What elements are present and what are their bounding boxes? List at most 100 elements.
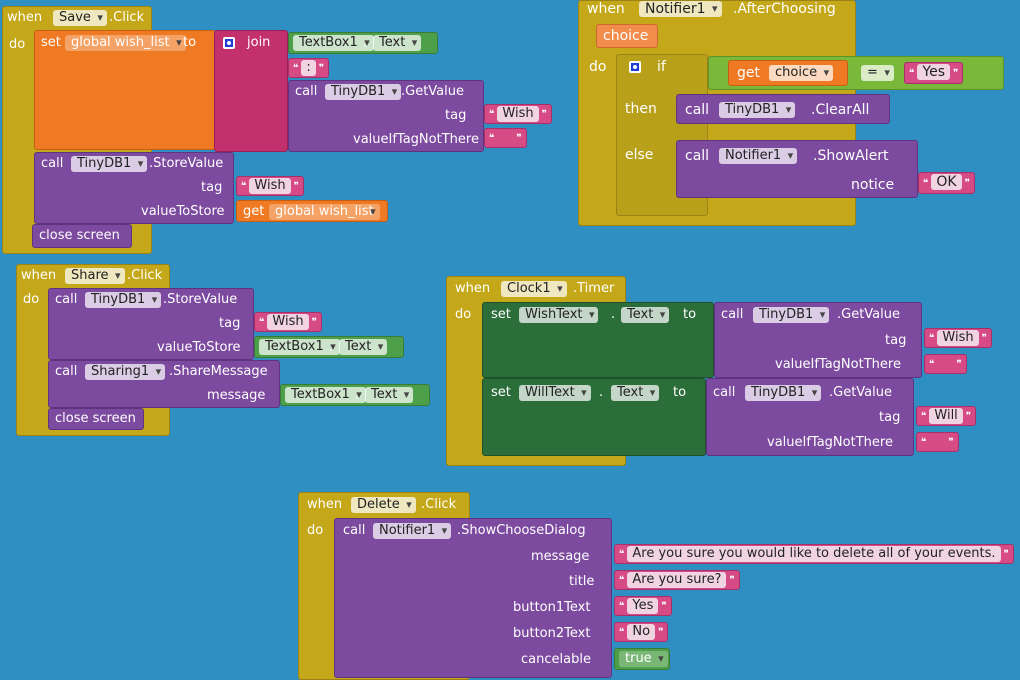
tinydb1-storevalue-block[interactable]: call TinyDB1 .StoreValue tag valueToStor… xyxy=(34,152,234,224)
tinydb1-dropdown[interactable]: TinyDB1 xyxy=(325,84,402,100)
textbox1-text-getter[interactable]: TextBox1 . Text xyxy=(254,336,404,358)
global-variable-dropdown[interactable]: global wish_list xyxy=(269,204,380,220)
get-choice-block[interactable]: get choice xyxy=(728,60,848,86)
ok-string-value[interactable]: OK xyxy=(931,174,962,190)
join-text-block[interactable]: join xyxy=(214,30,288,152)
notifier1-dropdown[interactable]: Notifier1 xyxy=(719,148,798,164)
colon-string-value[interactable]: : xyxy=(301,60,316,76)
sharing1-sharemessage-block[interactable]: call Sharing1 .ShareMessage message xyxy=(48,360,280,408)
textbox1-text-getter[interactable]: TextBox1 . Text xyxy=(288,32,438,54)
tinydb1-dropdown[interactable]: TinyDB1 xyxy=(85,292,162,308)
global-variable-dropdown[interactable]: global wish_list xyxy=(65,35,186,51)
compare-operator-dropdown[interactable]: = xyxy=(861,65,894,81)
true-boolean-block[interactable]: true xyxy=(614,648,670,670)
button1text-string-block[interactable]: ❝Yes❞ xyxy=(614,596,672,616)
close-screen-block[interactable]: close screen xyxy=(48,408,144,430)
wish-tag-value[interactable]: Wish xyxy=(937,330,979,346)
wish-tag-string[interactable]: ❝Wish❞ xyxy=(254,312,322,332)
wishtext-dropdown[interactable]: WishText xyxy=(519,307,599,323)
colon-string-block[interactable]: ❝:❞ xyxy=(288,58,330,78)
yes-string-value[interactable]: Yes xyxy=(917,64,950,80)
empty-string-block[interactable]: ❝❞ xyxy=(924,354,967,374)
wish-tag-string[interactable]: ❝Wish❞ xyxy=(236,176,304,196)
dot-separator: . xyxy=(599,385,604,400)
tinydb1-getvalue-block[interactable]: call TinyDB1 .GetValue tag valueIfTagNot… xyxy=(714,302,922,378)
empty-string-block[interactable]: ❝❞ xyxy=(916,432,959,452)
then-keyword: then xyxy=(625,101,657,117)
get-global-wish-list-block[interactable]: get global wish_list xyxy=(236,200,388,222)
textbox1-dropdown[interactable]: TextBox1 xyxy=(293,35,374,51)
will-tag-string[interactable]: ❝Will❞ xyxy=(916,406,977,426)
text-property-dropdown[interactable]: Text xyxy=(611,385,660,401)
text-property-dropdown[interactable]: Text xyxy=(365,387,414,403)
delete-component-dropdown[interactable]: Delete xyxy=(351,497,416,513)
button2text-string-block[interactable]: ❝No❞ xyxy=(614,622,669,642)
tinydb1-dropdown[interactable]: TinyDB1 xyxy=(71,156,148,172)
notifier1-dropdown[interactable]: Notifier1 xyxy=(373,523,452,539)
clock1-dropdown[interactable]: Clock1 xyxy=(501,281,567,297)
event-name: .Timer xyxy=(573,281,615,296)
notifier1-showchoosedialog-block[interactable]: call Notifier1 .ShowChooseDialog message… xyxy=(334,518,612,678)
boolean-dropdown[interactable]: true xyxy=(619,651,668,667)
title-string-block[interactable]: ❝Are you sure?❞ xyxy=(614,570,740,590)
mutator-gear-icon[interactable] xyxy=(629,61,641,73)
text-property-dropdown[interactable]: Text xyxy=(621,307,670,323)
when-keyword: when xyxy=(21,268,57,283)
text-property-dropdown[interactable]: Text xyxy=(339,339,388,355)
call-keyword: call xyxy=(295,84,318,99)
choice-variable-dropdown[interactable]: choice xyxy=(769,65,834,81)
to-keyword: to xyxy=(673,385,687,400)
button2text-string-value[interactable]: No xyxy=(627,624,656,640)
wish-tag-value[interactable]: Wish xyxy=(497,106,539,122)
if-keyword: if xyxy=(657,59,666,75)
message-string-block[interactable]: ❝Are you sure you would like to delete a… xyxy=(614,544,1014,564)
storevalue-method: .StoreValue xyxy=(149,156,224,171)
wish-tag-string[interactable]: ❝Wish❞ xyxy=(484,104,552,124)
value-to-store-label: valueToStore xyxy=(141,204,225,219)
yes-string-block[interactable]: ❝Yes❞ xyxy=(904,62,964,84)
close-screen-block[interactable]: close screen xyxy=(32,224,132,248)
textbox1-text-getter[interactable]: TextBox1 . Text xyxy=(280,384,430,406)
message-label: message xyxy=(207,388,266,403)
message-string-value[interactable]: Are you sure you would like to delete al… xyxy=(627,546,1001,562)
title-label: title xyxy=(569,574,595,589)
save-component-dropdown[interactable]: Save xyxy=(53,10,107,26)
to-keyword: to xyxy=(183,35,197,50)
tinydb1-getvalue-block[interactable]: call TinyDB1 .GetValue tag valueIfTagNot… xyxy=(706,378,914,456)
call-keyword: call xyxy=(713,385,736,400)
willtext-dropdown[interactable]: WillText xyxy=(519,385,591,401)
will-tag-value[interactable]: Will xyxy=(929,408,963,424)
text-property-dropdown[interactable]: Text xyxy=(373,35,422,51)
tinydb1-dropdown[interactable]: TinyDB1 xyxy=(753,307,830,323)
tinydb1-storevalue-block[interactable]: call TinyDB1 .StoreValue tag valueToStor… xyxy=(48,288,254,360)
notifier1-dropdown[interactable]: Notifier1 xyxy=(639,1,722,17)
getvalue-method: .GetValue xyxy=(837,307,901,322)
tinydb1-dropdown[interactable]: TinyDB1 xyxy=(719,102,796,118)
tinydb1-getvalue-block[interactable]: call TinyDB1 .GetValue tag valueIfTagNot… xyxy=(288,80,484,152)
notifier1-showalert-block[interactable]: call Notifier1 .ShowAlert notice xyxy=(676,140,918,198)
wish-tag-string[interactable]: ❝Wish❞ xyxy=(924,328,992,348)
getvalue-method: .GetValue xyxy=(401,84,465,99)
sharing1-dropdown[interactable]: Sharing1 xyxy=(85,364,166,380)
set-wishtext-text-block[interactable]: set WishText . Text to xyxy=(482,302,714,378)
button1text-string-value[interactable]: Yes xyxy=(627,598,659,614)
call-keyword: call xyxy=(41,156,64,171)
wish-tag-value[interactable]: Wish xyxy=(267,314,309,330)
tinydb1-clearall-block[interactable]: call TinyDB1 .ClearAll xyxy=(676,94,890,124)
wish-tag-value[interactable]: Wish xyxy=(249,178,291,194)
event-name: .Click xyxy=(127,268,163,283)
tinydb1-dropdown[interactable]: TinyDB1 xyxy=(745,385,822,401)
share-component-dropdown[interactable]: Share xyxy=(65,268,125,284)
empty-string-block[interactable]: ❝❞ xyxy=(484,128,527,148)
tag-label: tag xyxy=(445,108,467,123)
join-keyword: join xyxy=(247,35,271,50)
choice-parameter[interactable]: choice xyxy=(596,24,658,48)
set-willtext-text-block[interactable]: set WillText . Text to xyxy=(482,378,706,456)
ok-string-block[interactable]: ❝OK❞ xyxy=(918,172,975,194)
mutator-gear-icon[interactable] xyxy=(223,37,235,49)
textbox1-dropdown[interactable]: TextBox1 xyxy=(285,387,366,403)
title-string-value[interactable]: Are you sure? xyxy=(627,572,727,588)
set-global-wish-list-block[interactable]: set global wish_list to xyxy=(34,30,216,150)
showchoosedialog-method: .ShowChooseDialog xyxy=(457,523,586,538)
textbox1-dropdown[interactable]: TextBox1 xyxy=(259,339,340,355)
